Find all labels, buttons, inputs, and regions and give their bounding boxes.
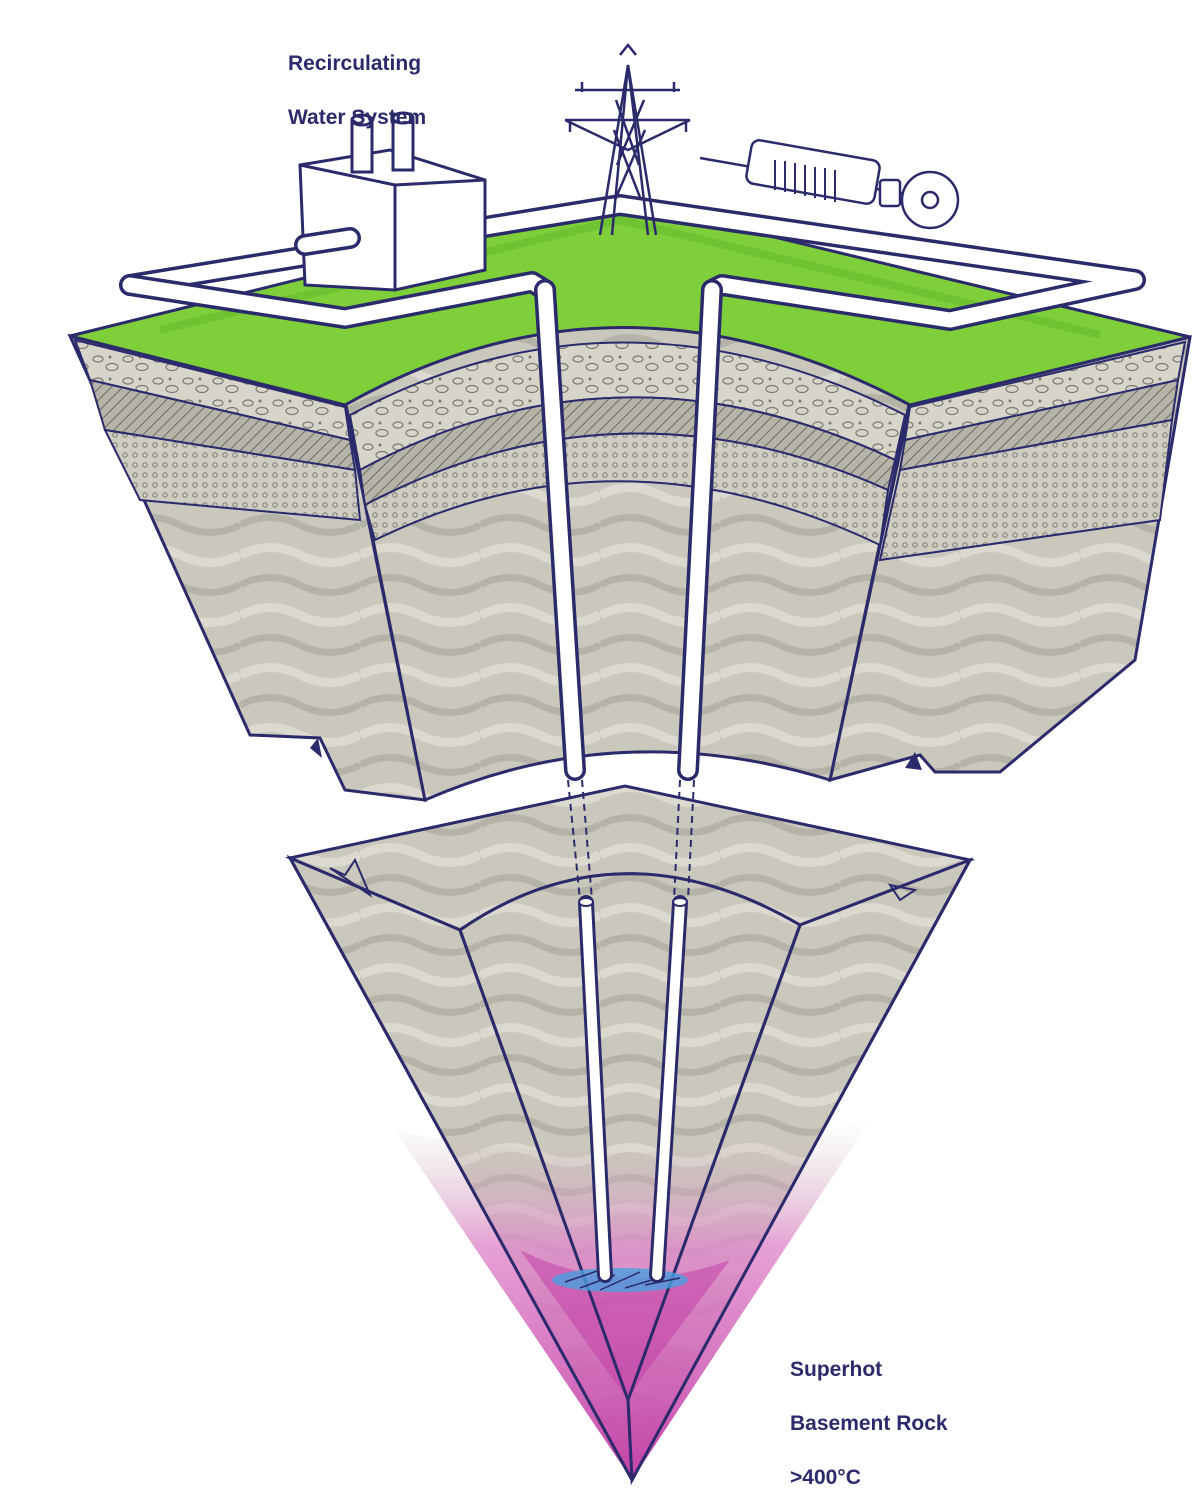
recirculating-water-system-label: Recirculating Water System — [288, 23, 426, 131]
upper-earth-block — [67, 198, 1192, 803]
lower-earth-block — [285, 784, 976, 1486]
label-line: Recirculating — [288, 52, 422, 75]
superhot-basement-rock-label: Superhot Basement Rock >400°C — [790, 1329, 948, 1491]
label-line: >400°C — [790, 1466, 861, 1489]
fracture-network — [552, 1268, 688, 1292]
pipe-system — [119, 194, 1146, 1283]
label-line: Superhot — [790, 1358, 883, 1381]
turbine-generator-icon — [699, 139, 960, 230]
power-tower-icon — [564, 42, 691, 236]
building-icon — [294, 111, 487, 292]
label-line: Water System — [288, 106, 427, 129]
label-line: Basement Rock — [790, 1412, 948, 1435]
